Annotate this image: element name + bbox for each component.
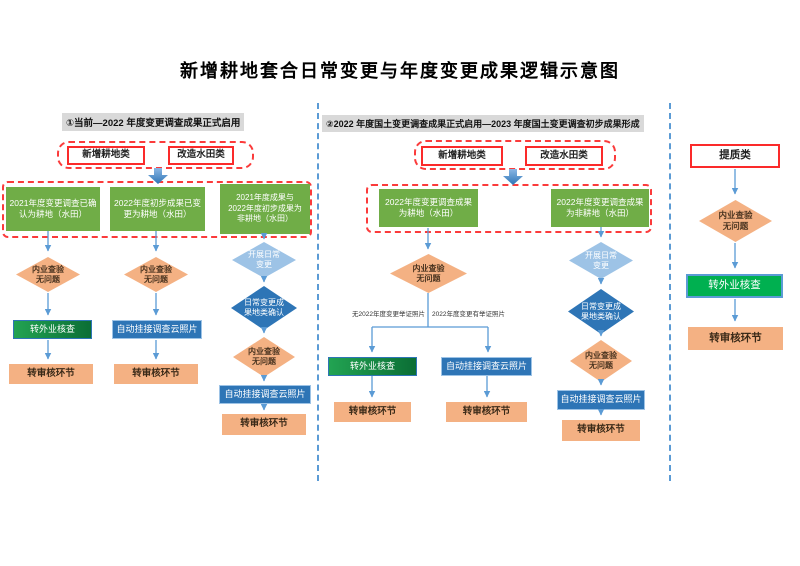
- section3-node-field-verification: 转外业核查: [686, 274, 783, 298]
- section2-category-new-farmland: 新增耕地类: [421, 146, 503, 166]
- section1-category-paddy-upgrade: 改造水田类: [168, 146, 234, 165]
- section1-col3-diamond-landtype-confirm: 日常变更成 果地类确认: [231, 286, 297, 330]
- section1-col2-node-auto-link-photos: 自动挂接调查云照片: [112, 320, 202, 339]
- section2-colA-diamond-internal-check: 内业查验 无问题: [390, 254, 467, 293]
- section1-col1-diamond-internal-check: 内业查验 无问题: [16, 257, 80, 292]
- block-arrow-section2: [503, 169, 523, 185]
- section3-node-review-step: 转审核环节: [688, 327, 783, 350]
- section-divider-right: [669, 103, 671, 481]
- section2-colB-node-review-step: 转审核环节: [562, 420, 640, 441]
- section2-colA-node-review-step-left: 转审核环节: [334, 402, 411, 422]
- section1-node-2022-prelim-farmland: 2022年度初步成果已变 更为耕地（水田）: [110, 187, 205, 231]
- section2-colA-node-auto-link-photos: 自动挂接调查云照片: [441, 357, 532, 376]
- section2-colB-diamond-internal-check: 内业查验 无问题: [570, 340, 632, 382]
- section1-col1-node-field-verification: 转外业核查: [13, 320, 92, 339]
- section2-colB-diamond-daily-change: 开展日常 变更: [569, 242, 633, 279]
- section1-col2-diamond-internal-check: 内业查验 无问题: [124, 257, 188, 292]
- section1-col3-node-auto-link-photos: 自动挂接调查云照片: [219, 385, 311, 404]
- section3-diamond-internal-check: 内业查验 无问题: [699, 200, 772, 242]
- section2-colA-node-field-verification: 转外业核查: [328, 357, 417, 376]
- section2-colA-branch-label-no-photos: 无2022年度变更举证照片: [352, 311, 425, 318]
- section1-col2-node-review-step: 转审核环节: [114, 364, 198, 384]
- diagram-title: 新增耕地套合日常变更与年度变更成果逻辑示意图: [180, 61, 620, 81]
- section-divider-left: [317, 103, 319, 481]
- section1-col3-diamond-internal-check: 内业查验 无问题: [233, 337, 295, 377]
- section2-node-2022-farmland: 2022年度变更调查成果 为耕地（水田）: [379, 189, 478, 227]
- section1-category-new-farmland: 新增耕地类: [67, 146, 145, 165]
- section2-colB-node-auto-link-photos: 自动挂接调查云照片: [557, 390, 645, 410]
- section2-category-paddy-upgrade: 改造水田类: [525, 146, 603, 166]
- section1-node-2021-2022-nonfarmland: 2021年度成果与 2022年度初步成果为 非耕地（水田）: [220, 184, 310, 234]
- section2-node-2022-nonfarmland: 2022年度变更调查成果 为非耕地（水田）: [551, 189, 649, 227]
- section1-header: ①当前—2022 年度变更调查成果正式启用: [62, 113, 245, 131]
- section2-colA-node-review-step-right: 转审核环节: [446, 402, 527, 422]
- section1-col1-node-review-step: 转审核环节: [9, 364, 93, 384]
- section2-colB-diamond-landtype-confirm: 日常变更成 果地类确认: [568, 289, 634, 334]
- section2-header: ②2022 年度国土变更调查成果正式启用—2023 年度国土变更调查初步成果形成: [322, 115, 644, 132]
- section1-node-2021-confirmed-farmland: 2021年度变更调查已确 认为耕地（水田）: [6, 187, 100, 231]
- section2-result-group: [366, 184, 652, 233]
- section3-category-quality-improve: 提质类: [690, 144, 780, 168]
- section2-colA-branch-label-has-photos: 2022年度变更有举证照片: [432, 311, 505, 318]
- section1-col3-diamond-daily-change: 开展日常 变更: [232, 242, 296, 278]
- section1-col3-node-review-step: 转审核环节: [222, 414, 306, 435]
